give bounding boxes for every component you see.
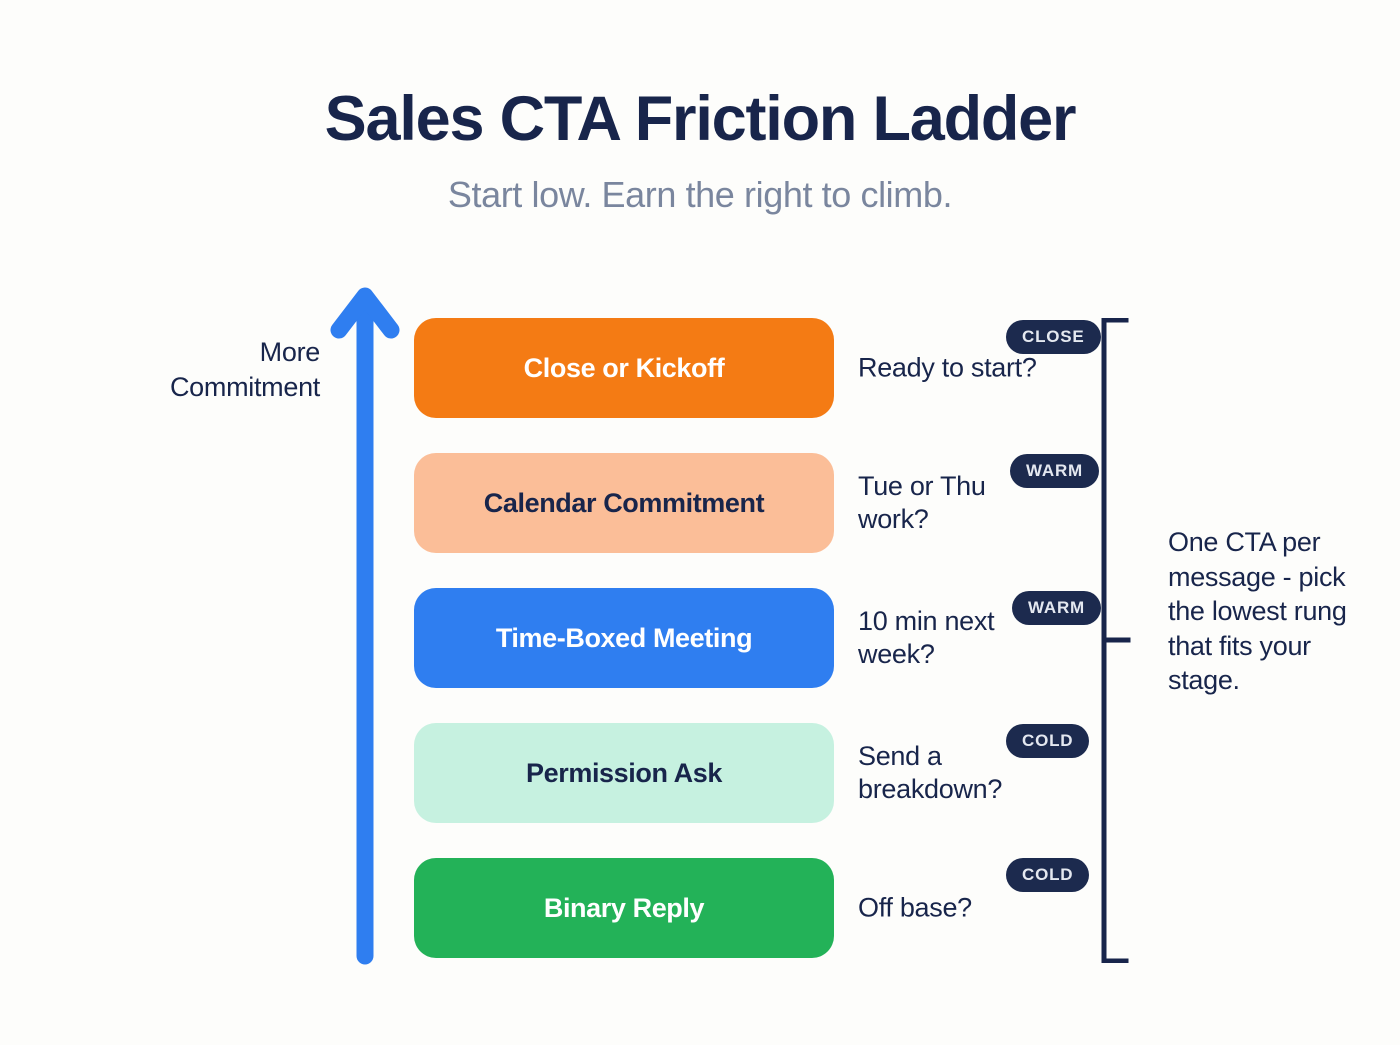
rung-label: Time-Boxed Meeting [495, 622, 753, 653]
ladder-rung: Calendar Commitment Tue or Thu work? WARM [414, 453, 1114, 553]
status-badge: WARM [1012, 591, 1102, 625]
rung-example-text: Ready to start? [858, 352, 1037, 383]
rung-pill[interactable]: Close or Kickoff [414, 318, 834, 418]
rung-pill[interactable]: Calendar Commitment [414, 453, 834, 553]
rung-pill[interactable]: Binary Reply [414, 858, 834, 958]
rung-example-text: Send a breakdown? [858, 741, 1003, 804]
rung-label: Calendar Commitment [483, 487, 765, 518]
rung-example-text: Tue or Thu work? [858, 471, 986, 534]
rung-label: Binary Reply [543, 892, 705, 923]
rung-example-text: 10 min next week? [858, 606, 995, 669]
grouping-bracket [1098, 317, 1144, 964]
status-badge: CLOSE [1006, 320, 1101, 354]
ladder-rung: Permission Ask Send a breakdown?COLD [414, 723, 1114, 823]
ladder-list: Close or Kickoff Ready to start?CLOSE Cale… [414, 318, 1114, 958]
axis-label: More Commitment [90, 335, 320, 404]
page-title: Sales CTA Friction Ladder [324, 84, 1077, 154]
rung-pill[interactable]: Permission Ask [414, 723, 834, 823]
status-badge: COLD [1006, 858, 1090, 892]
up-arrow-icon [330, 282, 400, 966]
rung-label: Permission Ask [526, 757, 722, 788]
ladder-rung: Close or Kickoff Ready to start?CLOSE [414, 318, 1114, 418]
status-badge: WARM [1010, 454, 1100, 488]
rung-pill[interactable]: Time-Boxed Meeting [414, 588, 834, 688]
ladder-rung: Time-Boxed Meeting 10 min next week? WARM [414, 588, 1114, 688]
rung-label: Close or Kickoff [523, 352, 725, 383]
axis-label-line1: More [259, 337, 321, 367]
axis-label-line2: Commitment [169, 371, 320, 402]
ladder-rung: Binary Reply Off base? COLD [414, 858, 1114, 958]
status-badge: COLD [1006, 724, 1090, 758]
callout-note: One CTA per message - pick the lowest ru… [1168, 527, 1347, 696]
page-subtitle: Start low. Earn the right to climb. [447, 174, 953, 216]
header: Sales CTA Friction Ladder Start low. Ear… [0, 86, 1400, 216]
rung-example-text: Off base? [858, 892, 972, 923]
